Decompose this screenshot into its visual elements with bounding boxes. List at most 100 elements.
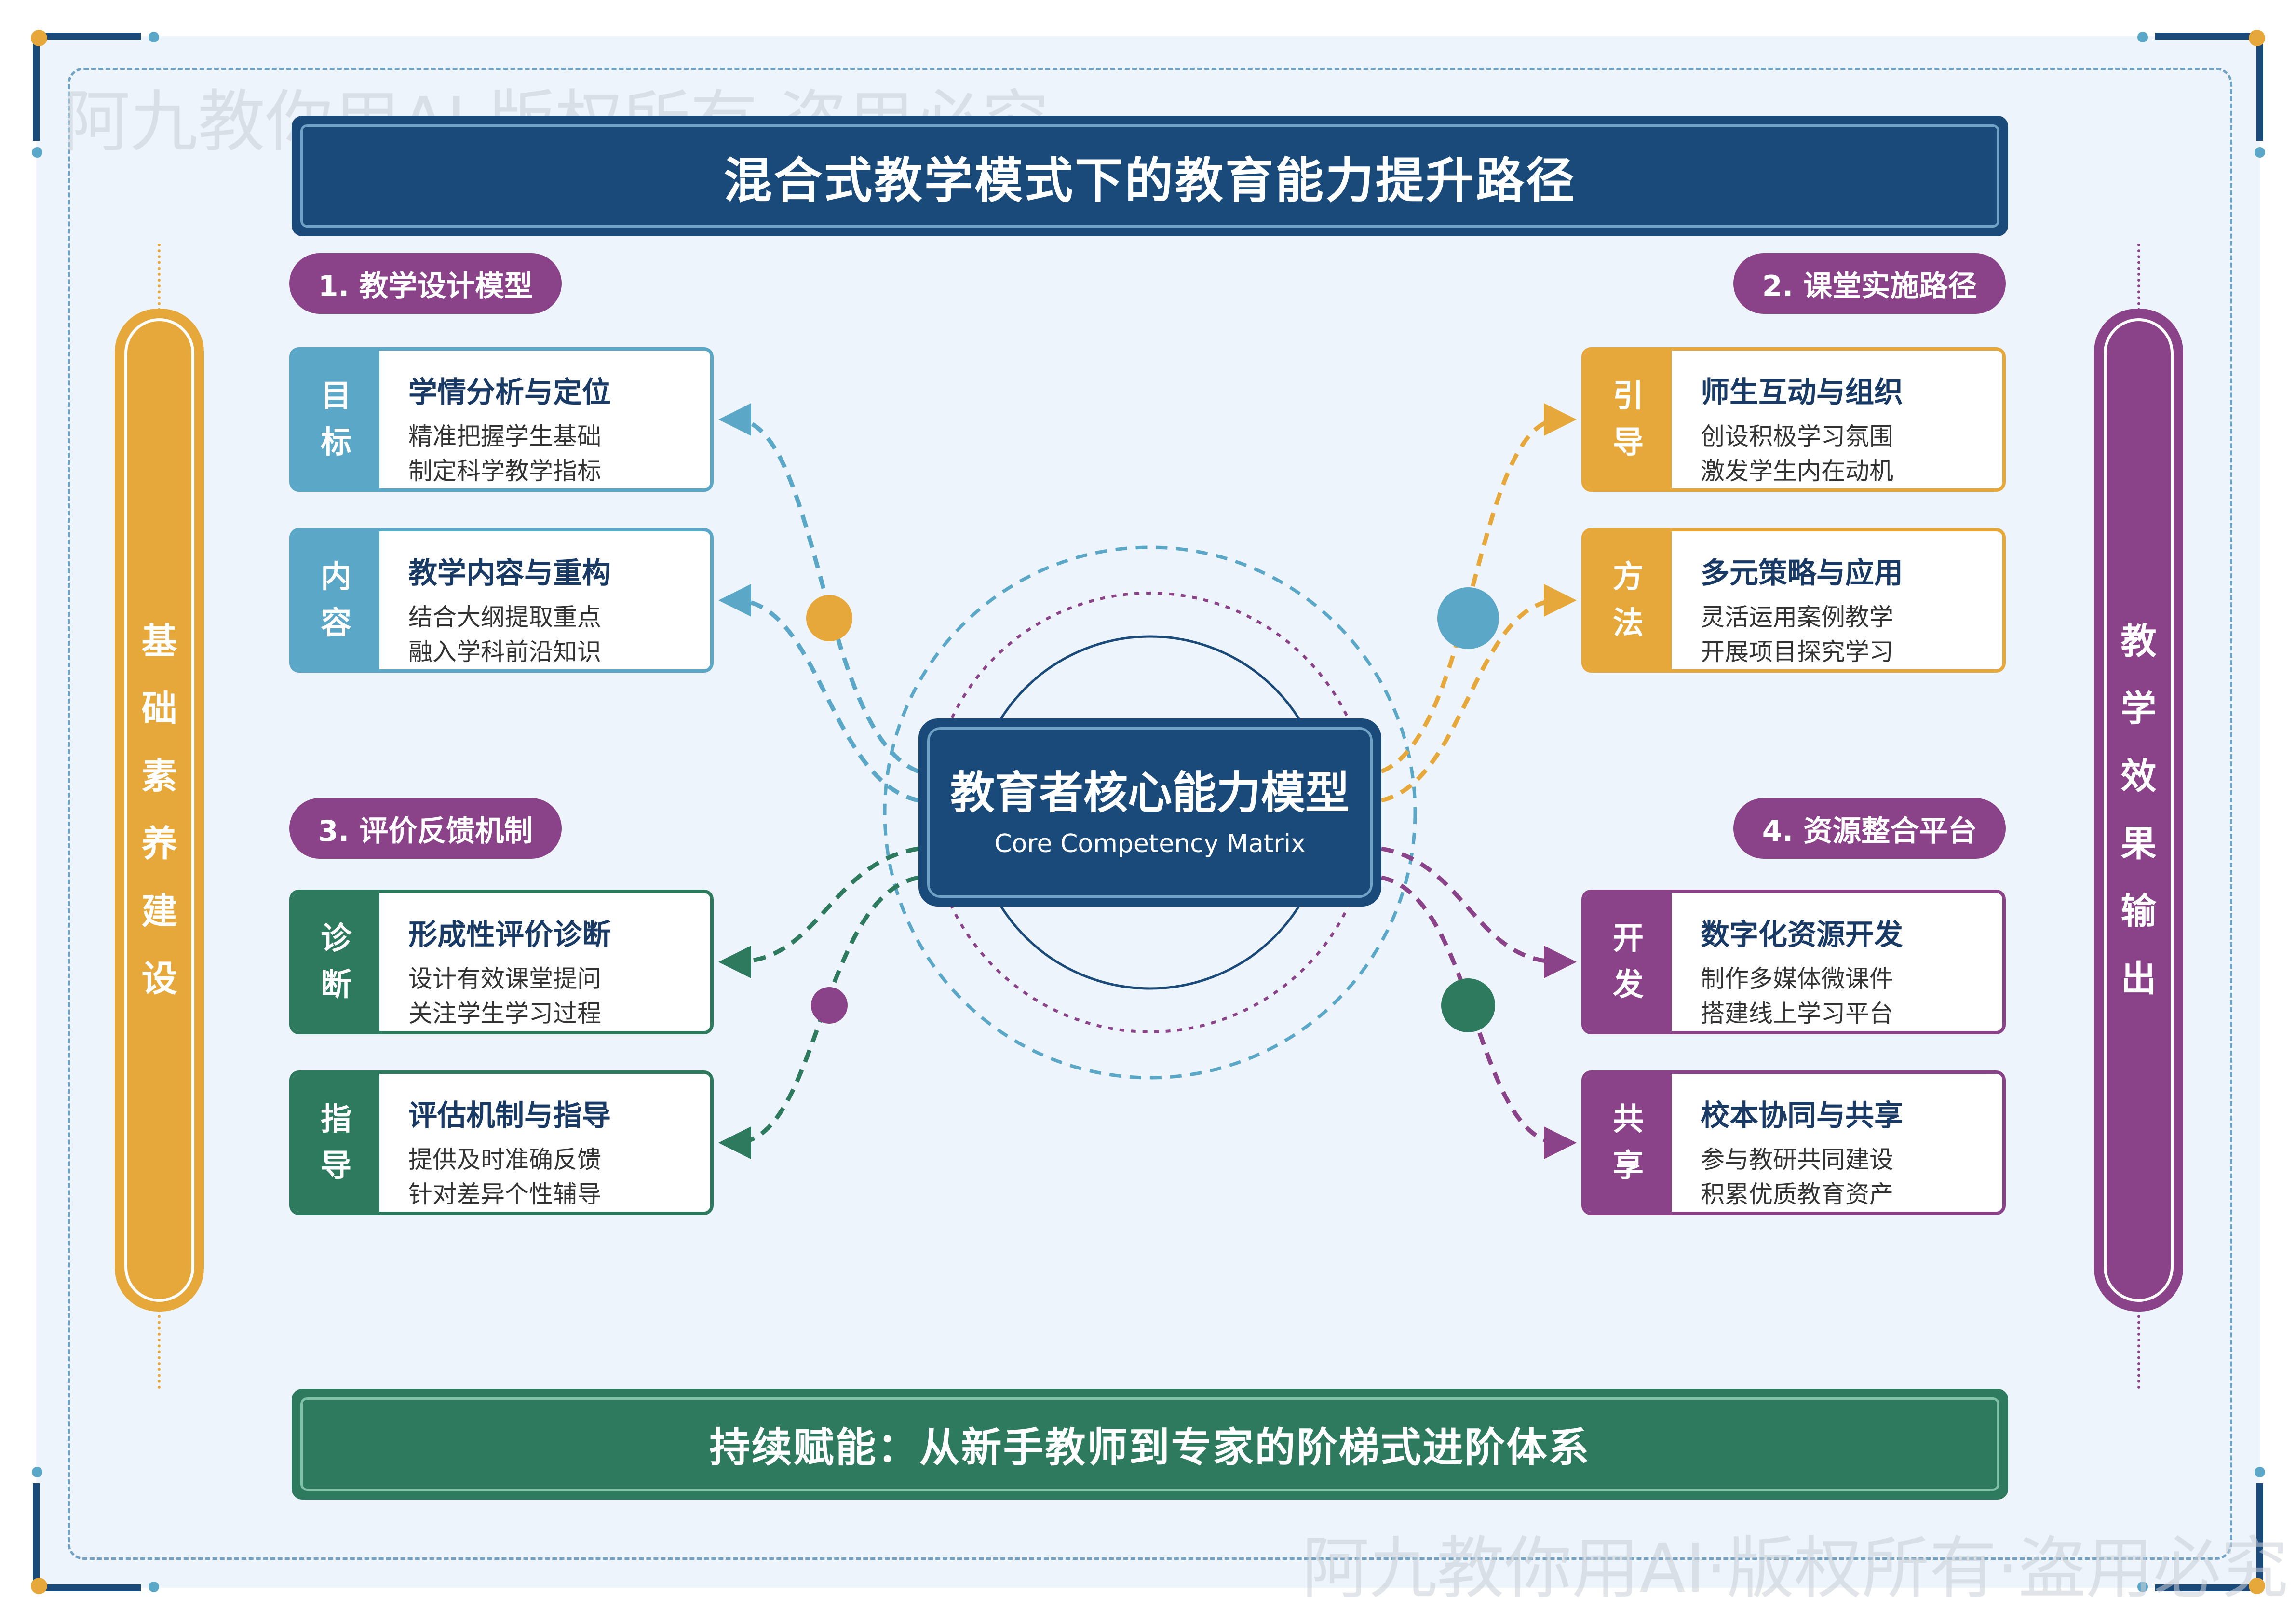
- card-tab-char: 引: [1613, 379, 1644, 414]
- section-label-evaluation: 3. 评价反馈机制: [289, 798, 562, 859]
- left-pillar-label: 基础素养建设: [115, 309, 204, 1312]
- card-line: 提供及时准确反馈: [408, 1146, 601, 1174]
- arrowhead: [718, 403, 751, 436]
- arrowhead: [1544, 584, 1577, 617]
- arrowhead: [1544, 1126, 1577, 1159]
- card-tab-char: 导: [321, 1148, 351, 1184]
- card-title: 校本协同与共享: [1701, 1099, 1903, 1133]
- pillar-char: 建: [141, 891, 177, 932]
- card-tab: 方法: [1585, 531, 1672, 669]
- pillar-char: 输: [2120, 891, 2157, 932]
- core-title: 教育者核心能力模型: [950, 767, 1350, 819]
- card-line: 参与教研共同建设: [1701, 1146, 1893, 1174]
- arrowhead: [718, 946, 751, 978]
- card-target: 目标 学情分析与定位 精准把握学生基础 制定科学教学指标: [289, 347, 714, 492]
- card-line: 关注学生学习过程: [408, 1000, 601, 1028]
- pillar-char: 效: [2120, 756, 2157, 797]
- card-line: 搭建线上学习平台: [1701, 1000, 1893, 1028]
- card-line: 设计有效课堂提问: [408, 965, 601, 993]
- card-tab: 诊断: [293, 893, 379, 1031]
- card-tab-char: 容: [321, 606, 351, 641]
- card-tab-char: 内: [321, 559, 351, 595]
- accent-dot: [1441, 978, 1495, 1032]
- card-diagnose: 诊断 形成性评价诊断 设计有效课堂提问 关注学生学习过程: [289, 890, 714, 1034]
- corner-dot: [31, 30, 47, 46]
- card-tab: 指导: [293, 1074, 379, 1212]
- card-line: 融入学科前沿知识: [408, 638, 601, 666]
- corner-bracket: [2155, 33, 2263, 141]
- connector-diagnose: [735, 846, 919, 964]
- connector-method: [1380, 598, 1560, 803]
- arrowhead: [1544, 403, 1577, 436]
- card-line: 创设积极学习氛围: [1701, 422, 1893, 450]
- card-tab: 目标: [293, 351, 379, 488]
- card-tab: 引导: [1585, 351, 1672, 488]
- card-tab-char: 诊: [321, 921, 351, 957]
- card-tab-char: 享: [1613, 1148, 1644, 1184]
- card-method: 方法 多元策略与应用 灵活运用案例教学 开展项目探究学习: [1581, 528, 2006, 673]
- pillar-connector: [2137, 1309, 2140, 1389]
- card-tab: 开发: [1585, 893, 1672, 1031]
- pillar-connector: [2137, 244, 2140, 311]
- corner-dot: [149, 1582, 159, 1592]
- card-line: 制作多媒体微课件: [1701, 965, 1893, 993]
- watermark-bottom: 阿九教你用AI·版权所有·盗用必究: [1302, 1529, 2289, 1608]
- card-line: 针对差异个性辅导: [408, 1180, 601, 1208]
- section-label-design: 1. 教学设计模型: [289, 253, 562, 314]
- corner-bracket: [33, 33, 141, 141]
- outer-dashed-ring: [883, 545, 1417, 1080]
- pillar-char: 础: [141, 688, 177, 730]
- left-pillar: 基础素养建设: [115, 309, 204, 1312]
- card-title: 形成性评价诊断: [408, 918, 611, 952]
- corner-dot: [2255, 147, 2265, 158]
- pillar-char: 基: [141, 621, 177, 662]
- card-tab-char: 发: [1613, 967, 1644, 1003]
- card-line: 精准把握学生基础: [408, 422, 601, 450]
- card-title: 学情分析与定位: [408, 376, 611, 409]
- card-coach: 指导 评估机制与指导 提供及时准确反馈 针对差异个性辅导: [289, 1070, 714, 1215]
- arrowhead: [718, 1126, 751, 1159]
- pillar-char: 素: [141, 756, 177, 797]
- card-tab-char: 指: [321, 1102, 351, 1137]
- corner-dot: [2137, 32, 2148, 42]
- dashed-frame: [68, 68, 2232, 1560]
- right-pillar-label: 教学效果输出: [2094, 309, 2183, 1312]
- section-label-resources: 4. 资源整合平台: [1733, 798, 2006, 859]
- card-tab-char: 标: [321, 425, 351, 460]
- bottom-banner: 持续赋能：从新手教师到专家的阶梯式进阶体系: [292, 1389, 2008, 1500]
- connector-develop: [1381, 846, 1560, 964]
- pillar-char: 设: [141, 958, 177, 1000]
- card-tab: 内容: [293, 531, 379, 669]
- pillar-char: 果: [2120, 823, 2157, 865]
- corner-dot: [32, 1467, 42, 1477]
- accent-dot: [1437, 587, 1499, 649]
- core-subtitle: Core Competency Matrix: [994, 829, 1306, 858]
- pillar-connector: [158, 1309, 161, 1389]
- arrowhead: [1544, 946, 1577, 978]
- card-line: 开展项目探究学习: [1701, 638, 1893, 666]
- corner-bracket: [2155, 1483, 2263, 1591]
- title-banner: 混合式教学模式下的教育能力提升路径: [292, 116, 2008, 236]
- corner-dot: [31, 1578, 47, 1594]
- card-share: 共享 校本协同与共享 参与教研共同建设 积累优质教育资产: [1581, 1070, 2006, 1215]
- card-guide: 引导 师生互动与组织 创设积极学习氛围 激发学生内在动机: [1581, 347, 2006, 492]
- card-line: 激发学生内在动机: [1701, 457, 1893, 485]
- card-tab-char: 断: [321, 967, 351, 1003]
- arrowhead: [718, 584, 751, 617]
- card-content: 内容 教学内容与重构 结合大纲提取重点 融入学科前沿知识: [289, 528, 714, 673]
- core-model-box: 教育者核心能力模型 Core Competency Matrix: [918, 718, 1381, 907]
- card-tab-char: 共: [1613, 1102, 1644, 1137]
- accent-dot: [806, 595, 852, 641]
- card-develop: 开发 数字化资源开发 制作多媒体微课件 搭建线上学习平台: [1581, 890, 2006, 1034]
- corner-dot: [2249, 1578, 2265, 1594]
- connector-target: [735, 417, 919, 774]
- card-tab-char: 开: [1613, 921, 1644, 957]
- card-tab-char: 导: [1613, 425, 1644, 460]
- card-title: 评估机制与指导: [408, 1099, 611, 1133]
- corner-dot: [32, 147, 42, 158]
- right-pillar: 教学效果输出: [2094, 309, 2183, 1312]
- corner-dot: [149, 32, 159, 42]
- connector-guide: [1380, 417, 1560, 774]
- card-tab-char: 方: [1613, 559, 1644, 595]
- card-title: 教学内容与重构: [408, 556, 611, 590]
